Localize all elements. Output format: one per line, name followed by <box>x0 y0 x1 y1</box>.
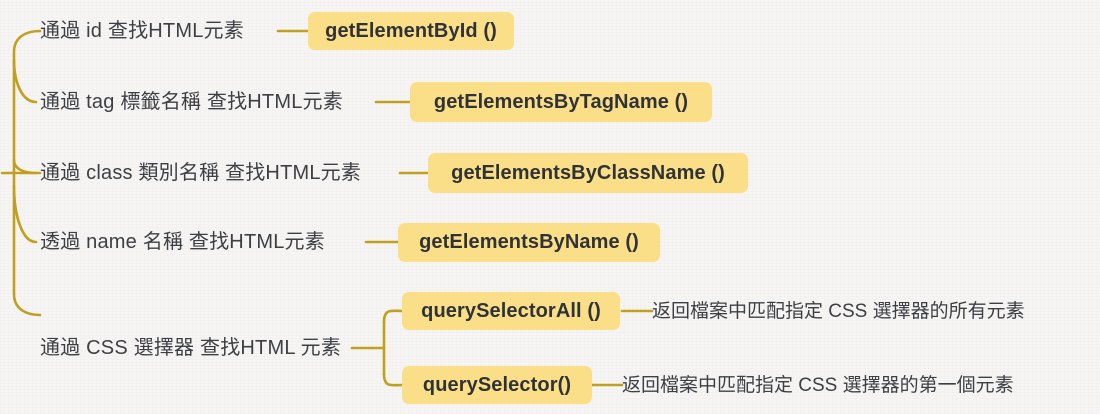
branch-label-id: 通過 id 查找HTML元素 <box>40 20 244 42</box>
main-bracket <box>12 29 42 317</box>
method-badge-queryselectorall[interactable]: querySelectorAll () <box>402 292 620 330</box>
branch-hook-row3 <box>12 158 38 175</box>
description-queryselector: 返回檔案中匹配指定 CSS 選擇器的第一個元素 <box>622 375 1014 396</box>
branch-hook-row2 <box>12 58 38 104</box>
method-badge-queryselector[interactable]: querySelector() <box>402 366 592 404</box>
description-queryselectorall: 返回檔案中匹配指定 CSS 選擇器的所有元素 <box>652 301 1025 322</box>
method-badge-getelementsbyname[interactable]: getElementsByName () <box>398 223 660 262</box>
subbracket-lower <box>382 372 404 387</box>
branch-label-name: 透過 name 名稱 查找HTML元素 <box>40 231 325 253</box>
method-badge-getelementsbytagname[interactable]: getElementsByTagName () <box>410 82 712 122</box>
branch-label-tag: 通過 tag 標籤名稱 查找HTML元素 <box>40 91 343 113</box>
subbracket-upper <box>382 309 404 324</box>
branch-label-css-selector: 通過 CSS 選擇器 查找HTML 元素 <box>40 337 342 359</box>
branch-label-class: 通過 class 類別名稱 查找HTML元素 <box>40 162 362 184</box>
branch-hook-row4 <box>12 184 38 244</box>
method-badge-getelementsbyclassname[interactable]: getElementsByClassName () <box>428 153 748 193</box>
method-badge-getelementbyid[interactable]: getElementById () <box>308 12 514 50</box>
